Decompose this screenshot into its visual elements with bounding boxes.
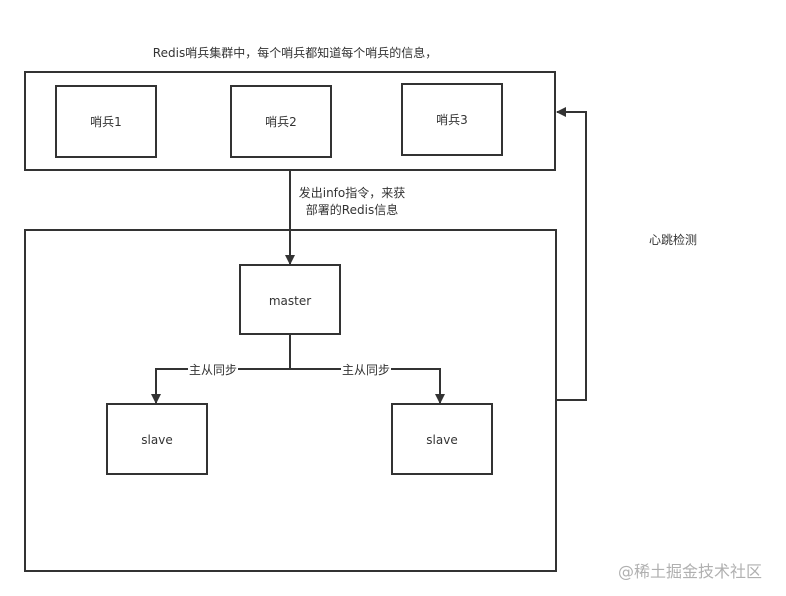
sentinel-3-box [401,83,503,156]
sentinel-2-box [230,85,332,158]
sentinel-3-label: 哨兵3 [436,113,468,127]
master-label: master [268,294,312,308]
watermark: @稀土掘金技术社区 [618,562,763,581]
heartbeat-label: 心跳检测 [648,233,698,247]
sync-arrow-right [290,368,445,404]
heartbeat-arrow [556,107,587,401]
redis-deployment-container [24,229,557,572]
info-edge-label-2: 部署的Redis信息 [305,203,399,217]
slave-1-label: slave [141,433,173,447]
info-edge-label-1: 发出info指令，来获 [298,186,406,200]
slave-2-label: slave [426,433,458,447]
sentinel-1-label: 哨兵1 [90,115,122,129]
sync-label-right: 主从同步 [340,362,392,378]
sync-label-left: 主从同步 [187,362,239,378]
sentinel-2-label: 哨兵2 [265,115,297,129]
diagram-title: Redis哨兵集群中，每个哨兵都知道每个哨兵的信息， [152,46,438,60]
sentinel-1-box [55,85,157,158]
slave-2-box [391,403,493,475]
slave-1-box [106,403,208,475]
